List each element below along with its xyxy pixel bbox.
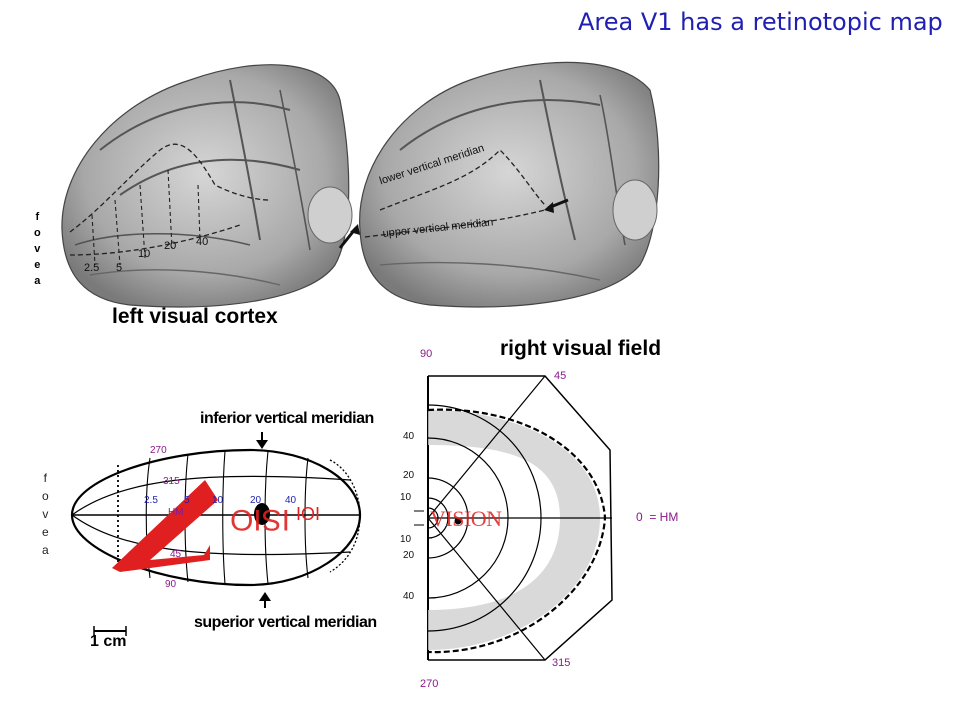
map-angle-label: 90 — [165, 579, 177, 590]
field-ecc-label: 10 — [400, 492, 412, 503]
left-brain-drawing — [61, 64, 353, 308]
fovea-letter: f — [35, 211, 40, 223]
fovea-letter: v — [34, 243, 41, 255]
svg-text:IOI: IOI — [296, 504, 320, 524]
fovea-label-upper: f o v e a — [34, 212, 41, 292]
field-angle-270: 270 — [420, 678, 439, 690]
map-ecc-label: 20 — [250, 495, 262, 506]
field-ecc-label: 20 — [403, 470, 415, 481]
right-visual-field-heading: right visual field — [500, 337, 662, 360]
fovea-letter: o — [34, 227, 41, 239]
map-ecc-label: 2.5 — [144, 495, 158, 506]
field-ecc-label: 40 — [403, 591, 415, 602]
inferior-vertical-meridian-label: inferior vertical meridian — [200, 410, 374, 427]
map-angle-label: 315 — [163, 476, 180, 487]
superior-vertical-meridian-label: superior vertical meridian — [194, 614, 377, 631]
right-brain-drawing — [338, 61, 660, 308]
cortex-ecc-label: 20 — [164, 240, 177, 252]
field-angle-45: 45 — [554, 370, 567, 382]
vision-word: VISION — [430, 506, 502, 531]
cortex-ecc-label: 40 — [196, 236, 209, 248]
map-ecc-label: 40 — [285, 495, 297, 506]
field-ecc-label: 20 — [403, 550, 415, 561]
cortex-ecc-label: 5 — [116, 262, 123, 274]
map-angle-label: HM — [168, 507, 184, 518]
distorted-vision-word: ISIO IOI — [112, 480, 320, 572]
fovea-letter: e — [42, 525, 49, 539]
field-angle-0: 0 = HM — [636, 510, 679, 524]
map-ecc-label: 5 — [184, 495, 190, 506]
cortex-ecc-label: 10 — [138, 248, 151, 260]
fovea-letter: o — [42, 489, 49, 503]
map-angle-label: 270 — [150, 445, 167, 456]
map-ecc-label: 10 — [212, 495, 224, 506]
fovea-label-lower: f o v e a — [42, 472, 49, 562]
fovea-letter: v — [42, 507, 49, 521]
left-visual-cortex-caption: left visual cortex — [112, 305, 278, 328]
map-angle-label: 45 — [170, 549, 182, 560]
cortex-ecc-label: 2.5 — [84, 262, 100, 274]
v1-flat-map: ISIO IOI — [70, 432, 362, 636]
visual-field-diagram — [414, 375, 613, 661]
fovea-letter: e — [34, 259, 41, 271]
field-ecc-label: 10 — [400, 534, 412, 545]
field-angle-315: 315 — [552, 657, 571, 669]
fovea-letter: a — [34, 275, 41, 287]
slide-title: Area V1 has a retinotopic map — [578, 8, 943, 36]
fovea-letter: f — [43, 471, 48, 485]
field-angle-90: 90 — [420, 348, 433, 360]
field-ecc-label: 40 — [403, 431, 415, 442]
fovea-letter: a — [42, 543, 49, 557]
svg-text:ISIO: ISIO — [230, 503, 290, 536]
scale-bar-label: 1 cm — [90, 633, 127, 650]
